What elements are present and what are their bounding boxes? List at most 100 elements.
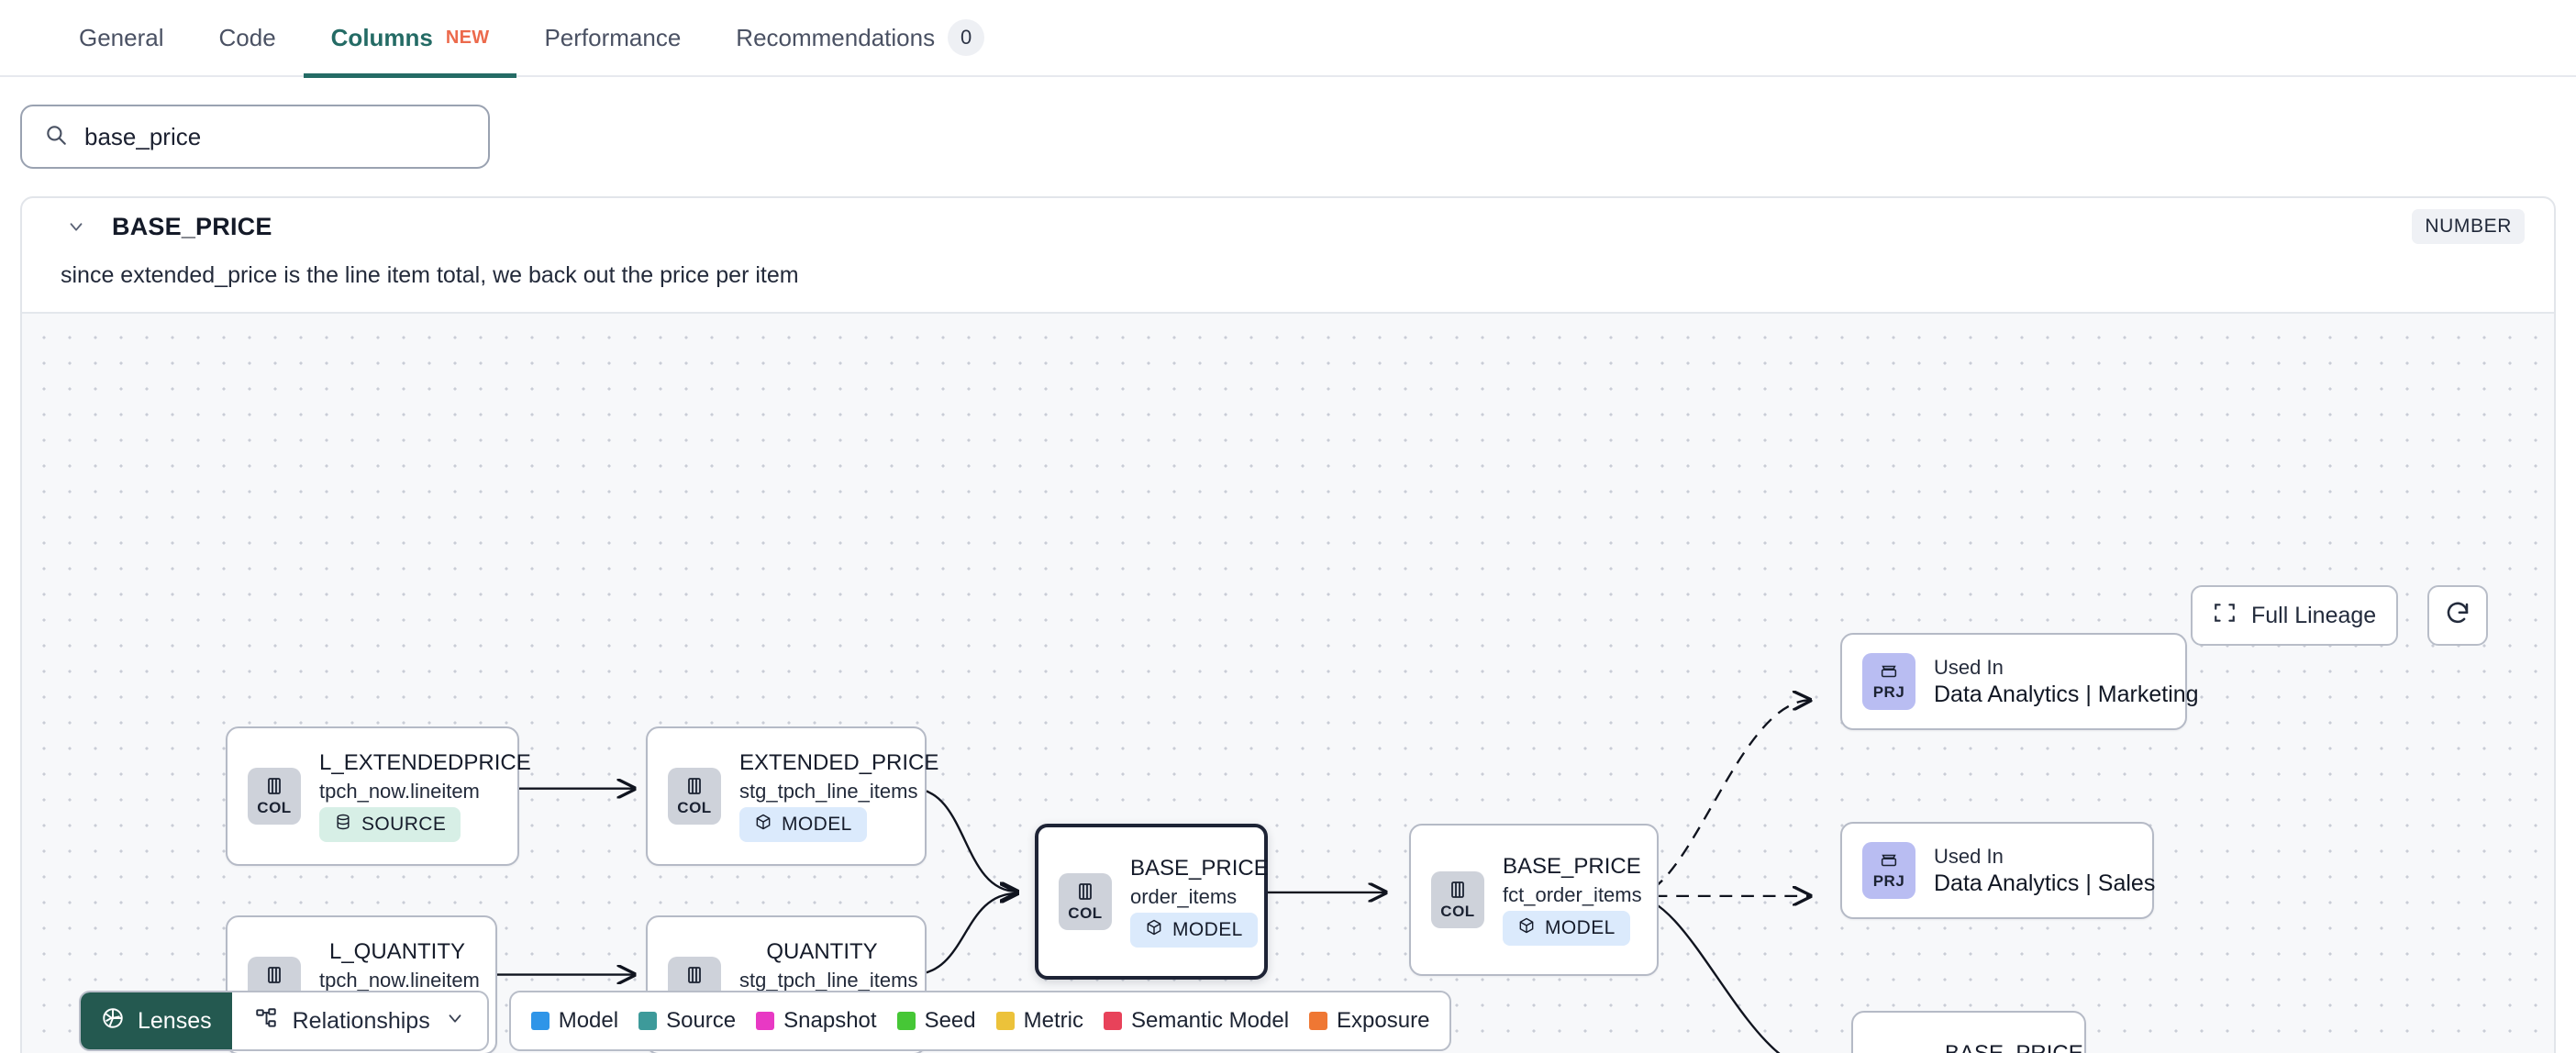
node-kind-label: COL: [1440, 903, 1475, 920]
project-used-in-label: Used In: [1934, 844, 2004, 868]
tab-label: Recommendations: [736, 23, 936, 51]
legend-swatch: [638, 1012, 658, 1030]
node-subtitle: order_items: [1130, 885, 1238, 908]
page-title: BASE_PRICE: [112, 212, 272, 240]
project-used-in-label: Used In: [1934, 655, 2004, 679]
column-type-badge: NUMBER: [2412, 209, 2525, 244]
node-title: EXTENDED_PRICE: [739, 750, 939, 775]
node-title: QUANTITY: [766, 939, 878, 964]
legend-label: Snapshot: [783, 1008, 877, 1033]
node-tag-label: SOURCE: [361, 814, 447, 835]
legend-label: Exposure: [1337, 1008, 1430, 1033]
column-icon: COL: [248, 768, 301, 825]
aperture-icon: [101, 1006, 125, 1036]
legend-label: Model: [558, 1008, 619, 1033]
cube-icon: [1517, 916, 1536, 940]
lineage-node-project-marketing[interactable]: PRJ Used In Data Analytics | Marketing: [1840, 633, 2199, 730]
full-lineage-label: Full Lineage: [2251, 602, 2377, 628]
legend-item-seed: Seed: [896, 1008, 976, 1034]
node-kind-label: COL: [1068, 904, 1103, 922]
node-tag-model: MODEL: [739, 807, 867, 842]
tab-columns[interactable]: Columns NEW: [303, 0, 517, 78]
lenses-label: Lenses: [138, 1007, 212, 1034]
tab-label: Code: [218, 23, 276, 51]
column-header[interactable]: BASE_PRICE NUMBER: [22, 198, 2554, 255]
node-tag-label: MODEL: [782, 814, 852, 835]
node-tag-label: MODEL: [1545, 917, 1616, 938]
database-icon: [334, 813, 352, 837]
refresh-button[interactable]: [2427, 585, 2488, 646]
node-title: BASE_PRICE: [1130, 856, 1269, 881]
relationships-dropdown[interactable]: Relationships: [232, 992, 487, 1049]
node-subtitle: stg_tpch_line_items: [739, 780, 918, 803]
node-subtitle: fct_order_items: [1503, 883, 1642, 906]
node-subtitle: stg_tpch_line_items: [739, 969, 918, 992]
node-kind-label: COL: [677, 799, 712, 816]
tab-recommendations-count: 0: [948, 19, 985, 56]
tab-bar: General Code Columns NEW Performance Rec…: [0, 0, 2576, 78]
node-title: BASE_PRICE: [1945, 1041, 2083, 1053]
node-title: L_QUANTITY: [328, 939, 466, 964]
chevron-down-icon[interactable]: [64, 215, 88, 238]
node-title: BASE_PRICE: [1503, 854, 1641, 879]
lineage-node-project-sales[interactable]: PRJ Used In Data Analytics | Sales: [1840, 822, 2156, 919]
full-lineage-button[interactable]: Full Lineage: [2191, 585, 2399, 646]
legend-item-semantic-model: Semantic Model: [1103, 1008, 1290, 1034]
node-subtitle: tpch_now.lineitem: [319, 969, 480, 992]
lineage-node-l-extendedprice[interactable]: COL L_EXTENDEDPRICE tpch_now.lineitem SO…: [226, 726, 531, 866]
node-title: L_EXTENDEDPRICE: [319, 750, 531, 775]
lineage-node-fct-order-items[interactable]: COL BASE_PRICE fct_order_items MODEL: [1409, 824, 1659, 976]
search-value: base_price: [84, 123, 202, 150]
node-kind-label: PRJ: [1872, 683, 1905, 701]
cube-icon: [1145, 918, 1163, 942]
lineage-canvas[interactable]: COL L_EXTENDEDPRICE tpch_now.lineitem SO…: [22, 312, 2554, 1053]
search-area: base_price: [0, 77, 2576, 169]
tab-label: Columns: [330, 23, 433, 51]
legend-swatch: [1309, 1012, 1328, 1030]
legend-item-model: Model: [530, 1008, 619, 1034]
chevron-down-icon: [445, 1008, 465, 1035]
lineage-node-use-variables[interactable]: COL BASE_PRICE use_variables MODEL: [1851, 1011, 2086, 1053]
legend-item-source: Source: [638, 1008, 736, 1034]
project-icon: PRJ: [1862, 842, 1915, 899]
legend-swatch: [896, 1012, 916, 1030]
legend-swatch: [995, 1012, 1015, 1030]
legend-label: Semantic Model: [1130, 1008, 1290, 1033]
column-icon: COL: [1059, 873, 1112, 930]
legend-item-snapshot: Snapshot: [756, 1008, 877, 1034]
lenses-button[interactable]: Lenses: [81, 992, 232, 1049]
lineage-node-order-items[interactable]: COL BASE_PRICE order_items MODEL: [1035, 824, 1269, 980]
tab-performance[interactable]: Performance: [516, 0, 708, 76]
tab-recommendations[interactable]: Recommendations 0: [708, 0, 1012, 76]
node-tag-source: SOURCE: [319, 807, 461, 842]
search-input[interactable]: base_price: [20, 105, 490, 169]
legend-label: Seed: [924, 1008, 976, 1033]
node-tag-label: MODEL: [1172, 919, 1243, 940]
lineage-node-extended-price[interactable]: COL EXTENDED_PRICE stg_tpch_line_items M…: [646, 726, 939, 866]
column-card: BASE_PRICE NUMBER since extended_price i…: [20, 196, 2556, 1053]
project-name: Data Analytics | Sales: [1934, 870, 2156, 896]
legend-item-metric: Metric: [995, 1008, 1083, 1034]
legend-label: Source: [666, 1008, 737, 1033]
project-icon: PRJ: [1862, 653, 1915, 710]
column-icon: COL: [668, 768, 721, 825]
expand-icon: [2213, 601, 2237, 631]
tab-code[interactable]: Code: [192, 0, 304, 76]
tab-label: General: [79, 23, 164, 51]
node-kind-label: PRJ: [1872, 872, 1905, 890]
cube-icon: [754, 813, 772, 837]
legend-item-exposure: Exposure: [1309, 1008, 1429, 1034]
refresh-icon: [2444, 600, 2471, 632]
node-kind-label: COL: [257, 799, 292, 816]
tab-general[interactable]: General: [51, 0, 192, 76]
column-icon: COL: [1431, 871, 1484, 928]
legend-swatch: [1103, 1012, 1122, 1030]
lineage-toolbar: Lenses Relationships: [79, 991, 1452, 1051]
legend-swatch: [530, 1012, 550, 1030]
legend-swatch: [756, 1012, 775, 1030]
project-name: Data Analytics | Marketing: [1934, 681, 2199, 707]
node-tag-model: MODEL: [1130, 913, 1258, 948]
tab-new-badge: NEW: [445, 27, 490, 48]
column-description: since extended_price is the line item to…: [61, 262, 799, 288]
legend-label: Metric: [1023, 1008, 1083, 1033]
